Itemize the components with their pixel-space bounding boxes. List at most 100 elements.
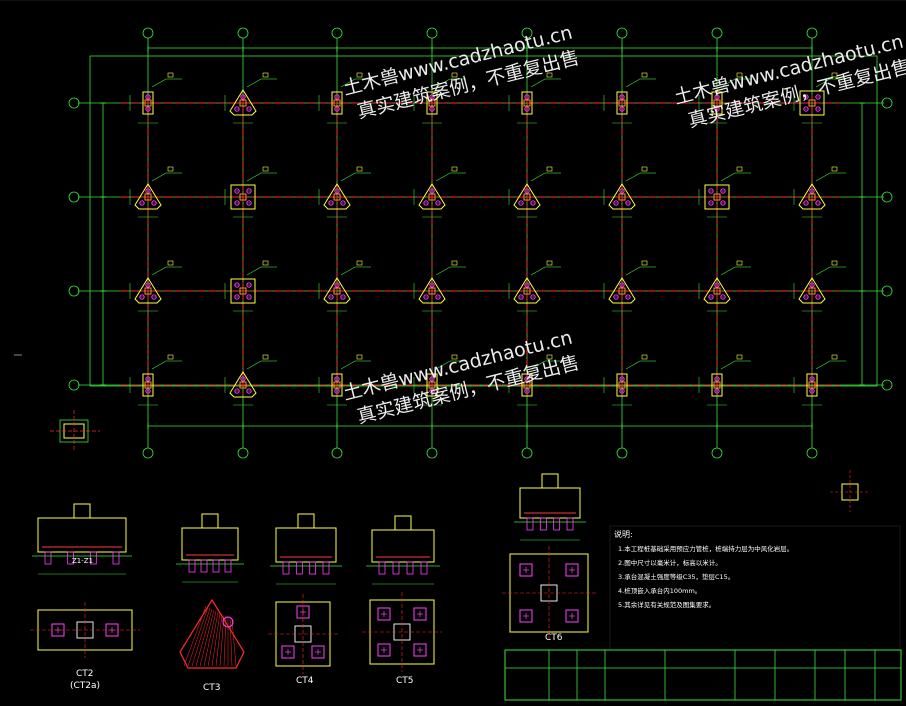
grid-bubble [331,27,343,39]
pile-symbol [435,200,441,206]
ct6-section [514,473,586,541]
grid-bubble [711,27,723,39]
leader-line [815,78,831,88]
leader-line [530,78,546,88]
pile-cap [413,72,466,124]
column-symbol [713,287,721,295]
cap-outline [798,277,826,304]
pile-cap [318,166,371,218]
column-symbol [808,193,816,201]
tag-mark [641,354,648,360]
pile-cap [698,260,751,312]
tag-mark [356,72,363,78]
pile-symbol [809,282,815,288]
pile-symbol [334,388,340,394]
column-symbol [144,381,152,389]
pile-cap [508,354,561,406]
pile-symbol [234,282,240,288]
pile-symbol [240,376,246,382]
pile-symbol [530,200,536,206]
pile-symbol [246,188,252,194]
pile-head [420,561,428,575]
cap-outline [608,183,636,210]
pile-cap [413,260,466,312]
pile-symbol [803,294,809,300]
tag-mark [167,166,174,172]
pile-symbol [246,200,252,206]
grid-bubble [68,379,80,391]
pile-symbol [625,294,631,300]
note-item: 3.承台混凝土强度等级C35，垫层C15。 [618,572,734,581]
column-symbol [333,381,341,389]
column-symbol [808,381,816,389]
section-label-ct5: CT5 [396,676,414,686]
tag-mark [451,354,458,360]
cap-outline [230,278,256,304]
section-label-ct2: CT2 [76,669,94,679]
column-symbol [144,193,152,201]
grid-bubble [426,447,438,459]
pile-symbol [145,188,151,194]
pile-cap [224,166,277,218]
pile-symbol [619,188,625,194]
cap-outline [418,277,446,304]
pile-symbol [714,388,720,394]
tag-mark [262,72,269,78]
ct5-plan [362,592,442,672]
section-label-ct2a: (CT2a) [70,681,100,691]
pile-cap [698,354,751,406]
pile-head [406,561,414,575]
pile-plan [222,616,234,628]
pile-symbol [429,388,435,394]
pile-symbol [246,388,252,394]
leader-line [720,360,736,370]
watermark: 土木兽www.cadzhaotu.cn 真实建筑案例，不重复出售 [341,22,582,124]
watermark: 土木兽www.cadzhaotu.cn 真实建筑案例，不重复出售 [341,327,582,429]
pile-schedule-table [504,649,902,701]
pile-plan [413,643,427,657]
column-stub [297,513,315,529]
cap-outline [331,373,343,397]
grid-bubble [426,27,438,39]
pile-symbol [328,200,334,206]
pile-symbol [524,188,530,194]
grid-bubble [237,447,249,459]
grid-bubble [521,27,533,39]
pile-cap [129,72,182,124]
table-frame [504,649,902,701]
tag-mark [831,72,838,78]
cap-outline [608,277,636,304]
pile-head [112,551,120,565]
pile-head [295,561,303,575]
column-symbol [713,99,721,107]
pile-cap [318,260,371,312]
pile-cap [129,260,182,312]
pile-symbol [246,282,252,288]
column-symbol [523,193,531,201]
pile-symbol [613,294,619,300]
tag-mark [546,260,553,266]
column-symbol [239,381,247,389]
hatch-line [183,605,207,667]
pile-cap [508,260,561,312]
pile-symbol [524,106,530,112]
pile-cap [224,260,277,312]
hatch-line [231,618,237,667]
grid-bubble [881,97,893,109]
pile-cap [318,354,371,406]
cap-outline [513,277,541,304]
pile-symbol [234,188,240,194]
tag-mark [831,354,838,360]
column-symbol [618,193,626,201]
pile-cap [603,166,656,218]
pile-head [188,559,196,573]
column-symbol [618,381,626,389]
pile-cap [603,354,656,406]
cap-outline [426,91,438,115]
pile-symbol [139,294,145,300]
column-symbol [618,99,626,107]
pile-plan [519,609,533,623]
pile-symbol [246,106,252,112]
leader-line [151,78,167,88]
pile-symbol [809,376,815,382]
